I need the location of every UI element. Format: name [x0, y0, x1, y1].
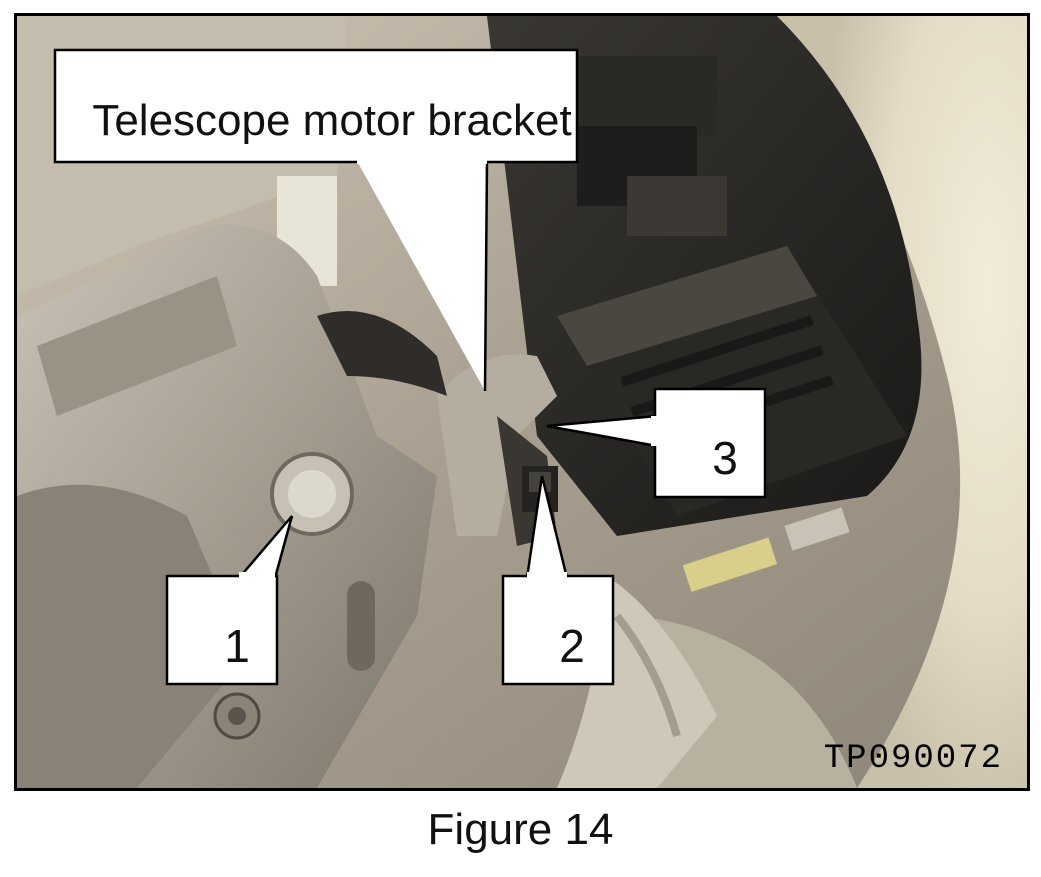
- callout-2: 2: [559, 620, 585, 672]
- figure-caption: Figure 14: [427, 805, 614, 854]
- steering-column-photo: [17, 16, 1027, 788]
- callout-3: 3: [712, 432, 738, 484]
- callout-telescope-motor-bracket: Telescope motor bracket: [92, 96, 572, 145]
- image-code: TP090072: [823, 740, 1003, 778]
- figure-frame: Telescope motor bracket 1 2 3 TP090072: [14, 13, 1030, 791]
- callout-1: 1: [224, 620, 250, 672]
